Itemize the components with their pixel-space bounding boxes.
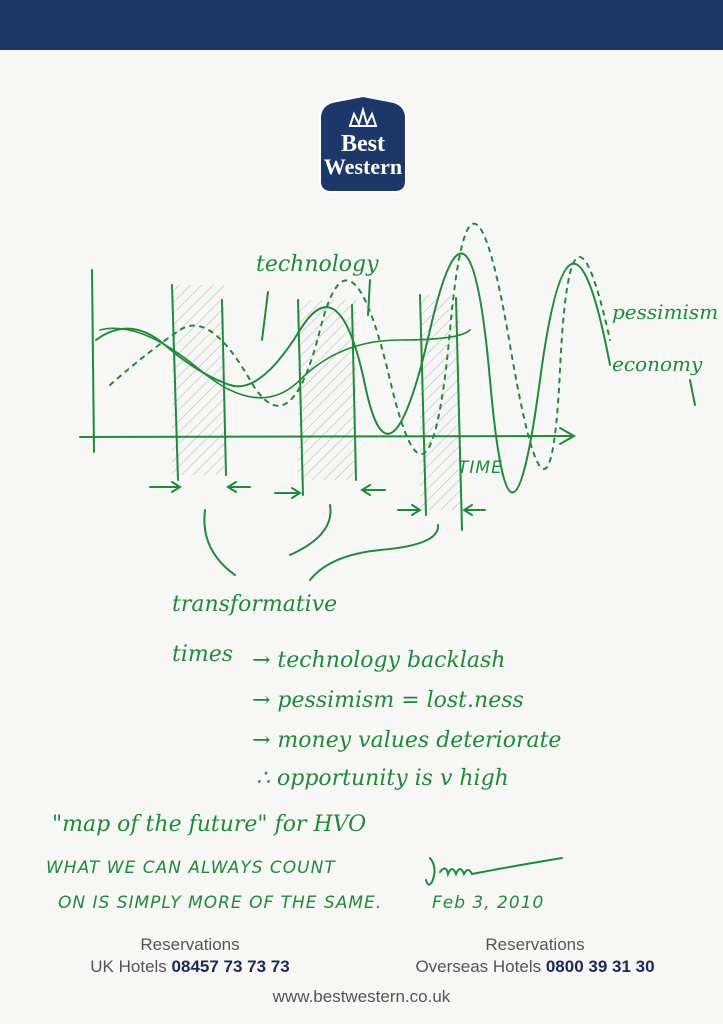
notes-heading-line1: transformative — [172, 592, 338, 617]
notes-line-b: ON IS SIMPLY MORE OF THE SAME. — [58, 893, 383, 913]
logo-badge-icon — [319, 94, 407, 193]
notes-heading-line2: times — [172, 642, 234, 667]
label-economy: economy — [612, 352, 703, 376]
notes-item: → money values deteriorate — [252, 728, 562, 753]
website-link[interactable]: www.bestwestern.co.uk — [272, 987, 451, 1006]
overseas-label: Reservations — [485, 935, 585, 954]
overseas-phone: 0800 39 31 30 — [545, 957, 655, 976]
transformative-bands — [172, 285, 460, 510]
best-western-logo: Best Western — [310, 94, 416, 193]
notes-item: ∴ opportunity is v high — [256, 766, 509, 791]
x-axis-arrow-icon — [559, 427, 577, 445]
notes-quote: "map of the future" for HVO — [52, 812, 367, 837]
notes-date: Feb 3, 2010 — [432, 893, 545, 913]
logo-text-western: Western — [323, 154, 403, 179]
uk-label: Reservations — [140, 935, 240, 954]
notes-item: → technology backlash — [252, 648, 506, 673]
notes-item: → pessimism = lost.ness — [252, 688, 524, 713]
notes-line-a: WHAT WE CAN ALWAYS COUNT — [46, 858, 336, 878]
header-bar — [0, 0, 723, 50]
footer-uk-reservations: Reservations UK Hotels 08457 73 73 73 — [60, 934, 320, 978]
overseas-prefix: Overseas Hotels — [415, 957, 542, 976]
x-axis — [79, 435, 573, 438]
label-pessimism: pessimism — [612, 300, 719, 324]
label-technology: technology — [256, 252, 379, 277]
y-axis — [91, 269, 95, 453]
logo-text-best: Best — [341, 131, 385, 157]
pessimism-curve — [109, 222, 611, 470]
uk-prefix: UK Hotels — [90, 957, 167, 976]
label-time: TIME — [458, 458, 503, 478]
economy-curve — [95, 252, 611, 494]
footer-overseas-reservations: Reservations Overseas Hotels 0800 39 31 … — [390, 934, 680, 978]
uk-phone: 08457 73 73 73 — [171, 957, 290, 976]
signature-scribble — [425, 857, 563, 886]
